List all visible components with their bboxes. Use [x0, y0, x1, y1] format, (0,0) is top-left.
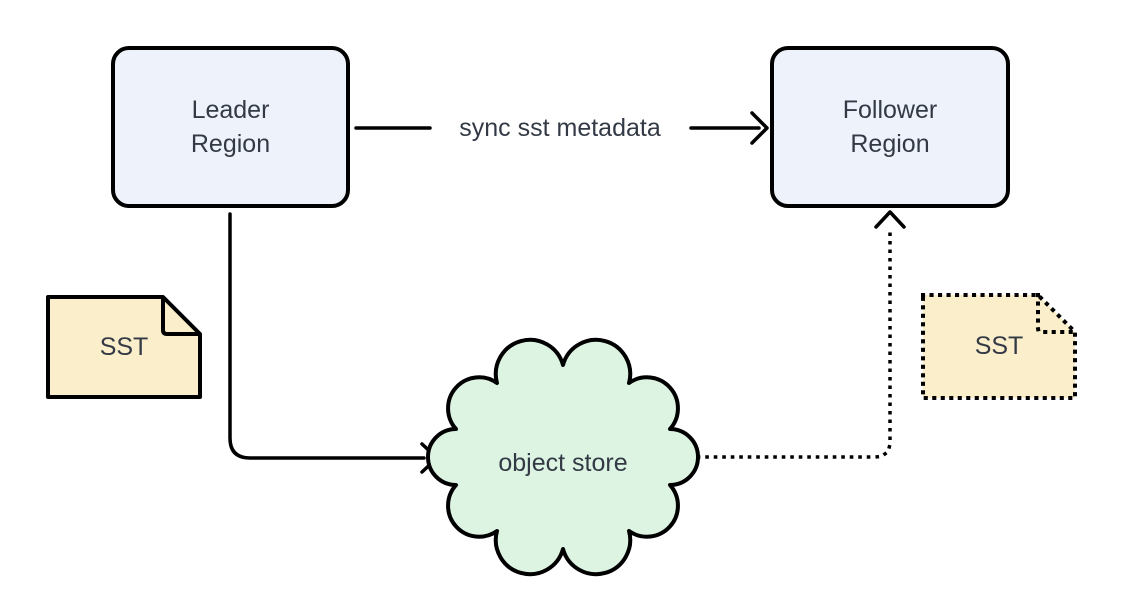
- folded-corner-icon: [1036, 293, 1077, 334]
- arrowhead-right-icon: [750, 111, 769, 145]
- object-store-cloud: [426, 337, 700, 577]
- arrowhead-up-icon: [874, 210, 906, 229]
- follower-region-node: [770, 46, 1010, 208]
- leader-region-node: [111, 46, 350, 208]
- store-to-follower-dotted-arrow: [688, 210, 906, 459]
- sst-document-right: [921, 293, 1077, 400]
- leader-to-store-arrow: [228, 212, 439, 474]
- sync-metadata-arrow: [354, 111, 769, 145]
- folded-corner-icon: [161, 297, 200, 336]
- sst-document-left: [46, 295, 202, 399]
